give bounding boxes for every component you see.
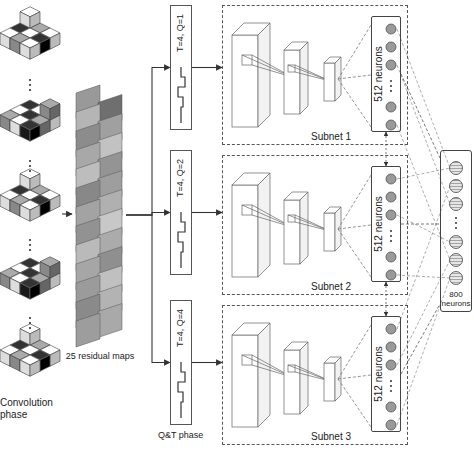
branch-arrow — [126, 215, 170, 363]
phase-label: Convolution phase — [0, 397, 62, 420]
neuron-layer: 512 neurons — [371, 16, 401, 132]
dense-connection — [401, 224, 440, 225]
maps-label: 25 residual maps — [58, 351, 142, 361]
quantizer-box: T=4, Q=1 — [170, 5, 192, 130]
neuron-count: 800 neurons — [441, 291, 471, 309]
neuron-count: 512 neurons — [374, 346, 384, 402]
exchange-arrow — [386, 132, 387, 166]
residual-maps: 25 residual maps — [72, 82, 126, 348]
cube-cluster — [0, 7, 60, 60]
quantizer-params: T=4, Q=4 — [176, 309, 185, 347]
full-connections — [397, 29, 450, 425]
dense-connection — [401, 304, 440, 374]
output-neurons — [450, 162, 463, 285]
flow-arrow — [192, 212, 222, 213]
subnet-box: 512 neuronsSubnet 3 — [222, 305, 408, 445]
step-function — [178, 67, 185, 123]
phase-label: Q&T phase — [158, 430, 203, 440]
subnet-box: 512 neuronsSubnet 1 — [222, 5, 408, 145]
convolution-cubes — [0, 7, 60, 377]
residual-map-stack — [76, 85, 122, 347]
dense-connection — [401, 74, 440, 158]
ellipsis-dots — [29, 79, 31, 329]
ellipsis-dots — [455, 217, 457, 229]
subnet-label: Subnet 2 — [311, 281, 351, 292]
neuron-count: 512 neurons — [374, 46, 384, 102]
step-function — [178, 362, 185, 418]
step-function — [178, 212, 185, 268]
quantization-steps — [178, 67, 185, 418]
flow-arrow — [62, 213, 72, 214]
cube-cluster — [0, 257, 60, 300]
quantizer-params: T=4, Q=1 — [176, 14, 185, 52]
neuron-layer: 512 neurons — [371, 316, 401, 432]
neuron-layer: 512 neurons — [371, 166, 401, 282]
exchange-arrow — [386, 282, 387, 316]
quantizer-params: T=4, Q=2 — [176, 159, 185, 197]
subnet-label: Subnet 1 — [311, 131, 351, 142]
subnet-box: 512 neuronsSubnet 2 — [222, 155, 408, 295]
branch-arrow — [126, 213, 170, 216]
convolution-region: Convolution phase — [0, 8, 62, 420]
cube-cluster — [0, 169, 60, 222]
cube-cluster — [0, 324, 60, 377]
quantizer-box: T=4, Q=4 — [170, 300, 192, 425]
quantizer-box: T=4, Q=2 — [170, 150, 192, 275]
residual-map — [76, 313, 100, 347]
subnet-label: Subnet 3 — [311, 431, 351, 442]
branch-arrow — [126, 68, 170, 216]
output-layer: 800 neurons — [440, 150, 472, 312]
flow-arrow — [192, 67, 222, 68]
neuron-count: 512 neurons — [374, 196, 384, 252]
flow-arrow — [192, 362, 222, 363]
residual-map — [98, 304, 122, 338]
cube-cluster — [0, 99, 60, 142]
